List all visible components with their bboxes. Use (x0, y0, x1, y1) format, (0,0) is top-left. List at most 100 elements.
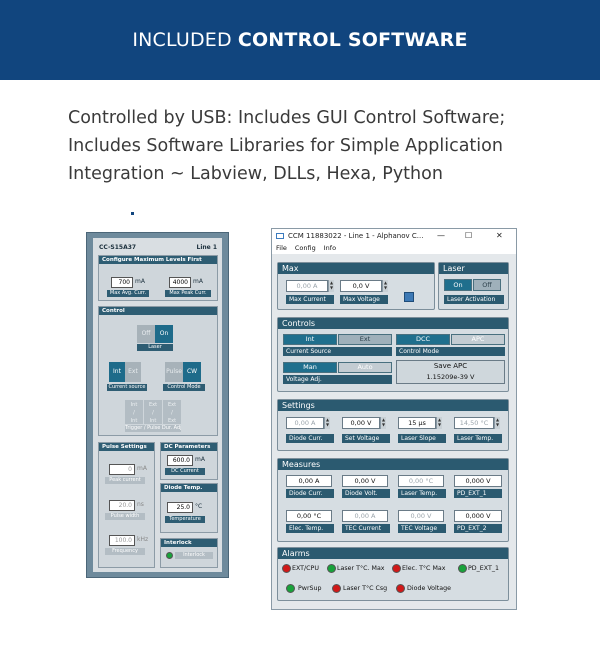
alarm-led-icon (332, 584, 341, 593)
dcc-button[interactable]: DCC (396, 334, 450, 345)
save-floppy-icon[interactable] (404, 292, 414, 302)
controls-section: Controls Int Ext Current Source DCC APC … (277, 317, 509, 392)
max-current-spinner[interactable]: ▲▼ (328, 280, 334, 292)
save-apc-button[interactable]: Save APC 1.15209e-39 V (396, 360, 505, 384)
trigger-b3: Int (149, 418, 157, 424)
man-button[interactable]: Man (283, 362, 337, 373)
laser-temp-spinner[interactable]: ▲▼ (494, 417, 500, 429)
maximize-button[interactable]: ☐ (465, 231, 473, 240)
description-line: Includes Software Libraries for Simple A… (68, 136, 503, 156)
menu-file[interactable]: File (276, 244, 287, 252)
set-voltage-input[interactable]: 0,00 V (342, 417, 380, 429)
ext-button[interactable]: Ext (338, 334, 392, 345)
laser-label: Laser (137, 344, 173, 351)
laser-off-button[interactable]: Off (137, 325, 155, 343)
config-header: Configure Maximum Levels First (99, 256, 217, 264)
menu-info[interactable]: Info (323, 244, 337, 252)
controls-header: Controls (278, 318, 508, 329)
temperature-input[interactable]: 25.0 (167, 502, 193, 513)
int-button[interactable]: Int (283, 334, 337, 345)
alarm-led-icon (396, 584, 405, 593)
measure-diode-voltage: 0,00 V (342, 475, 388, 487)
banner-title-bold: CONTROL SOFTWARE (237, 29, 468, 51)
trigger-b2: / (152, 410, 154, 416)
diode-temp-group: Diode Temp. 25.0 °C Temperature (160, 483, 218, 533)
alarm-led-icon (282, 564, 291, 573)
trigger-ext-ext-button[interactable]: Ext/Ext (163, 400, 181, 424)
measures-header: Measures (278, 459, 508, 470)
decorative-dot (131, 212, 134, 215)
frequency-input[interactable]: 100.0 (109, 535, 135, 546)
interlock-led-icon (166, 552, 173, 559)
measure-laser-temp: 0,00 °C (398, 475, 444, 487)
pulse-width-input[interactable]: 20.0 (109, 500, 135, 511)
peak-current-input[interactable]: 0 (109, 464, 135, 475)
trigger-c2: / (171, 410, 173, 416)
int-button[interactable]: Int (109, 362, 125, 382)
max-avg-label: Max Avg. Curr. (107, 290, 149, 297)
description-line: Controlled by USB: Includes GUI Control … (68, 108, 506, 128)
interlock-label: Interlock (175, 552, 213, 559)
diode-current-spinner[interactable]: ▲▼ (324, 417, 330, 429)
description: Controlled by USB: Includes GUI Control … (68, 104, 568, 188)
laser-on-button[interactable]: On (155, 325, 173, 343)
measure-label: Diode Curr. (286, 489, 334, 498)
set-voltage-spinner[interactable]: ▲▼ (380, 417, 386, 429)
max-voltage-spinner[interactable]: ▲▼ (382, 280, 388, 292)
apc-button[interactable]: APC (451, 334, 505, 345)
laser-off-button[interactable]: Off (473, 279, 501, 291)
pulse-button[interactable]: Pulse (165, 362, 183, 382)
max-peak-input[interactable]: 4000 (169, 277, 191, 288)
max-current-input[interactable]: 0,00 A (286, 280, 328, 292)
window-title: CCM 11883022 - Line 1 - Alphanov C... (288, 232, 424, 240)
pulse-settings-header: Pulse Settings (99, 443, 154, 451)
dc-current-input[interactable]: 600.0 (167, 455, 193, 466)
trigger-c3: Ext (167, 418, 177, 424)
trigger-ext-int-button[interactable]: Ext/Int (144, 400, 162, 424)
minimize-button[interactable]: — (437, 231, 445, 240)
trigger-label: Trigger / Pulse Dur. Adj. (125, 425, 181, 432)
max-peak-unit: mA (193, 278, 203, 285)
temperature-label: Temperature (165, 516, 205, 523)
measure-diode-current: 0,00 A (286, 475, 332, 487)
laser-slope-label: Laser Slope (398, 434, 446, 443)
close-button[interactable]: ✕ (496, 231, 503, 240)
measure-label: Diode Volt. (342, 489, 390, 498)
settings-section: Settings 0,00 A ▲▼ Diode Curr. 0,00 V ▲▼… (277, 399, 509, 451)
diode-temp-header: Diode Temp. (161, 484, 217, 492)
laser-on-button[interactable]: On (444, 279, 472, 291)
measure-label: TEC Voltage (398, 524, 446, 533)
max-avg-input[interactable]: 700 (111, 277, 133, 288)
menu-config[interactable]: Config (294, 244, 316, 252)
legacy-gui-panel: CC-S15A37 Line 1 Configure Maximum Level… (86, 232, 229, 578)
app-icon (276, 233, 284, 239)
laser-temp-label: Laser Temp. (454, 434, 502, 443)
auto-button[interactable]: Auto (338, 362, 392, 373)
measure-label: TEC Current (342, 524, 390, 533)
max-voltage-input[interactable]: 0,0 V (340, 280, 382, 292)
laser-slope-input[interactable]: 15 µs (398, 417, 436, 429)
trigger-int-int-button[interactable]: Int/Int (125, 400, 143, 424)
max-header: Max (278, 263, 434, 274)
alarm-label: Diode Voltage (407, 585, 451, 592)
set-voltage-label: Set Voltage (342, 434, 390, 443)
measure-label: Elec. Temp. (286, 524, 334, 533)
dc-current-label: DC Current (165, 468, 205, 475)
dc-current-unit: mA (195, 456, 205, 463)
banner-title: INCLUDED (132, 29, 232, 51)
laser-temp-input[interactable]: 14,50 °C (454, 417, 494, 429)
laser-slope-spinner[interactable]: ▲▼ (436, 417, 442, 429)
cw-button[interactable]: CW (183, 362, 201, 382)
interlock-group: Interlock Interlock (160, 538, 218, 568)
laser-activation-label: Laser Activation (444, 295, 504, 304)
menu-bar: File Config Info (272, 243, 516, 254)
laser-header: Laser (439, 263, 508, 274)
trigger-a1: Int (130, 402, 138, 408)
alarm-label: Laser T°C Csg (343, 585, 388, 592)
temperature-unit: °C (195, 503, 203, 510)
ext-button[interactable]: Ext (125, 362, 141, 382)
diode-current-input[interactable]: 0,00 A (286, 417, 324, 429)
control-mode-label: Control Mode (396, 347, 505, 356)
alarm-led-icon (286, 584, 295, 593)
